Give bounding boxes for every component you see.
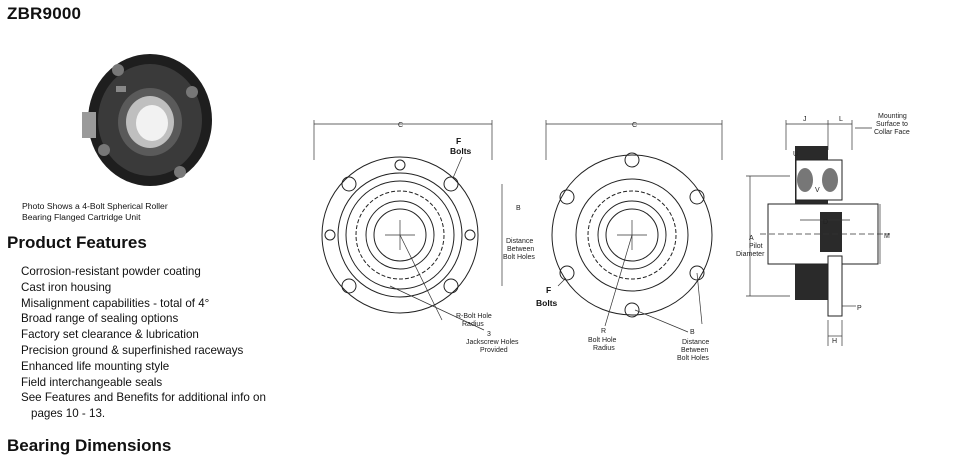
label-mounting: Mounting — [878, 113, 907, 120]
label-bolt-hole: Bolt Hole — [588, 337, 617, 344]
label-f: F — [456, 136, 461, 146]
label-surface-to: Surface to — [876, 121, 908, 128]
label-c: C — [398, 122, 403, 129]
feature-item: Factory set clearance & lubrication — [21, 328, 199, 342]
label-between: Between — [681, 347, 708, 354]
label-three: 3 — [487, 331, 491, 338]
feature-item: See Features and Benefits for additional… — [21, 391, 266, 405]
label-r-bolt-hole: R-Bolt Hole — [456, 313, 492, 320]
label-diameter: Diameter — [736, 251, 765, 258]
label-j: J — [803, 116, 807, 123]
label-distance: Distance — [682, 339, 709, 346]
feature-item: Field interchangeable seals — [21, 375, 163, 389]
label-radius: Radius — [593, 345, 615, 352]
label-collar-face: Collar Face — [874, 129, 910, 136]
label-radius: Radius — [462, 321, 484, 328]
label-f: F — [546, 285, 551, 295]
feature-item-continuation: pages 10 - 13. — [31, 407, 106, 421]
label-u: U — [793, 151, 798, 158]
label-bolt-holes: Bolt Holes — [503, 254, 535, 261]
page-title: ZBR9000 — [7, 4, 82, 23]
label-pilot: Pilot — [749, 243, 763, 250]
label-l: L — [839, 116, 843, 123]
label-bolts: Bolts — [536, 298, 558, 308]
caption-line: Photo Shows a 4-Bolt Spherical Roller — [22, 201, 168, 211]
label-distance: Distance — [506, 238, 533, 245]
feature-item: Precision ground & superfinished raceway… — [21, 343, 244, 357]
label-bolt-holes: Bolt Holes — [677, 355, 709, 362]
label-m: M — [884, 233, 890, 240]
bearing-photo — [82, 54, 212, 186]
features-list: Corrosion-resistant powder coating Cast … — [21, 264, 271, 422]
label-provided: Provided — [480, 347, 508, 354]
label-h: H — [832, 338, 837, 345]
label-p: P — [857, 305, 862, 312]
feature-item: Broad range of sealing options — [21, 312, 179, 326]
label-a: A — [749, 235, 754, 242]
dimensions-heading: Bearing Dimensions — [7, 436, 172, 455]
label-d: D — [823, 219, 828, 226]
label-bolts: Bolts — [450, 146, 472, 156]
label-jackscrew-holes: Jackscrew Holes — [466, 339, 519, 346]
feature-item: Enhanced life mounting style — [21, 359, 170, 373]
side-section-view: J L Mounting Surface to Collar Face A Pi… — [736, 113, 910, 346]
photo-caption: Photo Shows a 4-Bolt Spherical Roller Be… — [22, 201, 212, 223]
feature-item: Corrosion-resistant powder coating — [21, 265, 201, 278]
label-r: R — [601, 328, 606, 335]
feature-item: Misalignment capabilities - total of 4° — [21, 296, 210, 310]
dimension-drawing: C F Bolts B Distance Between Bolt Holes … — [313, 113, 910, 362]
caption-line: Bearing Flanged Cartridge Unit — [22, 212, 141, 222]
front-view-4-bolt: C F Bolts B Distance Between Bolt Holes … — [313, 120, 535, 354]
label-b: B — [690, 329, 695, 336]
front-view-6-bolt: C F Bolts R Bolt Hole Radius B Distance … — [536, 120, 723, 362]
label-b: B — [516, 205, 521, 212]
label-between: Between — [507, 246, 534, 253]
feature-item: Cast iron housing — [21, 280, 112, 294]
features-heading: Product Features — [7, 233, 147, 252]
label-c: C — [632, 122, 637, 129]
label-v: V — [815, 187, 820, 194]
